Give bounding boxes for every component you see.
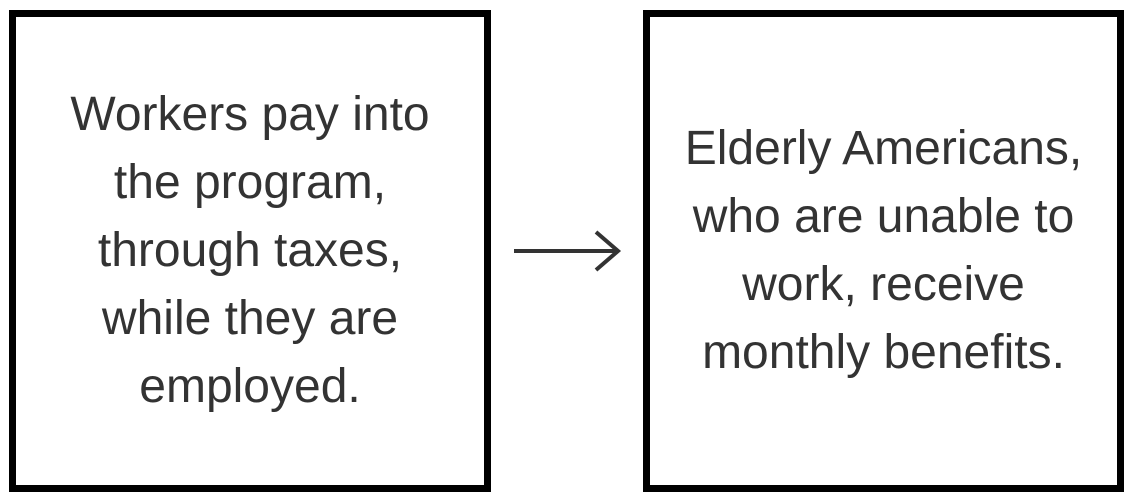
right-box: Elderly Americans, who are unable to wor… bbox=[643, 10, 1124, 492]
left-box: Workers pay into the program, through ta… bbox=[9, 10, 491, 492]
left-box-text: Workers pay into the program, through ta… bbox=[70, 88, 430, 413]
right-arrow-icon bbox=[514, 230, 622, 272]
right-box-text: Elderly Americans, who are unable to wor… bbox=[684, 122, 1083, 379]
